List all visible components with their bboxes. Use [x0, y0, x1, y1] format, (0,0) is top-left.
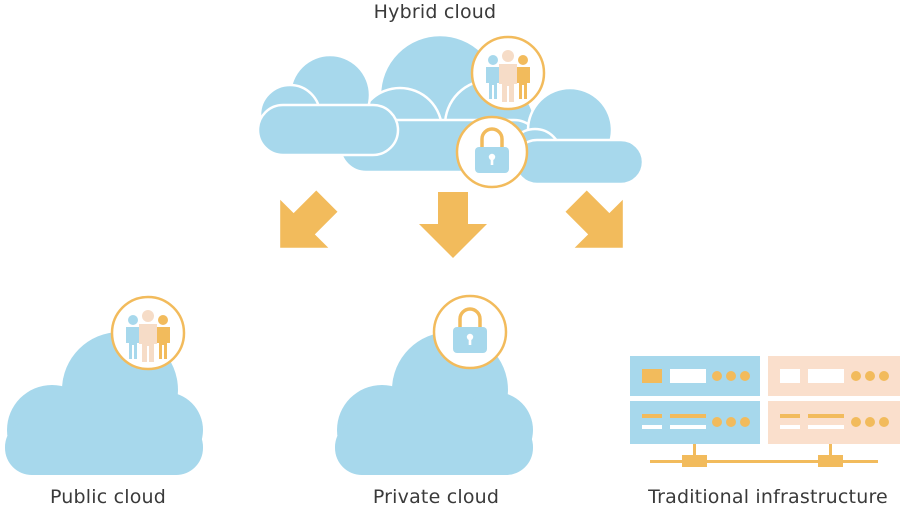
- traditional-infrastructure-label: Traditional infrastructure: [648, 486, 888, 508]
- arrow-to-public: [256, 177, 351, 272]
- arrow-to-private: [419, 192, 487, 258]
- arrow-to-traditional: [552, 177, 647, 272]
- public-cloud: [5, 295, 203, 475]
- network-line: [650, 444, 878, 467]
- hybrid-cloud-label: Hybrid cloud: [373, 1, 497, 23]
- hybrid-cloud: [256, 33, 645, 189]
- private-cloud: [335, 294, 533, 475]
- padlock-icon: [432, 294, 508, 370]
- cloud-icon: [256, 33, 645, 186]
- people-group-icon: [110, 295, 186, 371]
- private-cloud-label: Private cloud: [372, 486, 500, 508]
- server-rack-icon: [768, 356, 900, 444]
- cloud-icon: [335, 332, 533, 475]
- public-cloud-label: Public cloud: [49, 486, 167, 508]
- server-rack-icon: [630, 356, 760, 444]
- padlock-icon: [455, 115, 529, 189]
- traditional-infrastructure: [630, 356, 900, 467]
- people-group-icon: [470, 35, 546, 111]
